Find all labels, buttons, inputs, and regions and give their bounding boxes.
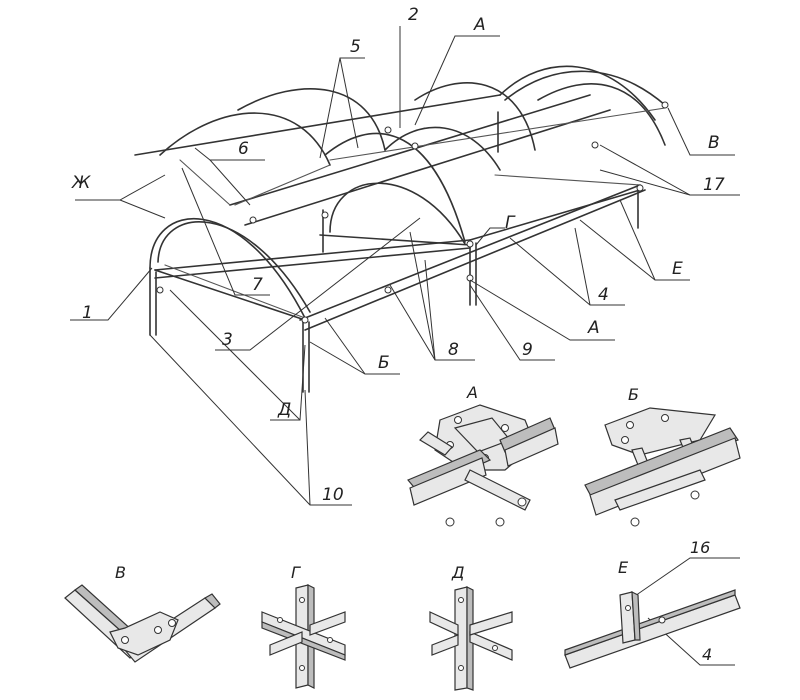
purlin: [304, 189, 646, 331]
detail-e-part-16: 16: [690, 538, 710, 557]
profile-channel: [269, 631, 303, 656]
callout-2: 2: [408, 5, 419, 25]
callout-17: 17: [703, 175, 725, 195]
brace: [179, 159, 231, 206]
arch: [499, 65, 656, 121]
callout-b: Б: [378, 353, 390, 373]
callout-d: Д: [277, 400, 291, 420]
callout-5: 5: [350, 37, 361, 57]
callout-a-top: А: [473, 15, 486, 35]
callout-3: 3: [222, 330, 233, 350]
detail-b-label: Б: [628, 385, 639, 404]
callout-g: Г: [505, 213, 516, 233]
base-rail: [494, 174, 641, 186]
callout-e: Е: [672, 259, 683, 279]
callout-zh: Ж: [71, 173, 91, 193]
arch: [159, 112, 331, 166]
detail-a: А: [407, 383, 559, 527]
callout-labels: Ж 1 6 5 2 А В 17 Г Е 4 А 9 8 Б 7 3 Д 10: [71, 5, 725, 505]
callout-6: 6: [238, 139, 249, 159]
greenhouse-frame: [134, 65, 669, 393]
detail-d-label: Д: [451, 563, 465, 582]
profile-channel: [584, 427, 739, 499]
base-rail: [154, 269, 306, 321]
nut: [517, 497, 527, 507]
nut: [495, 517, 505, 527]
nut: [690, 490, 700, 500]
detail-g: Г: [261, 563, 346, 689]
profile-channel: [431, 634, 459, 656]
base-rail: [319, 234, 471, 246]
detail-e: Е 16 4: [564, 538, 741, 669]
profile-channel: [469, 611, 513, 636]
profile-channel: [309, 611, 346, 636]
profile-channel: [464, 469, 531, 511]
arch: [157, 221, 311, 313]
callout-9: 9: [522, 340, 533, 360]
nut: [445, 517, 455, 527]
purlin: [229, 94, 591, 206]
detail-v-label: В: [115, 563, 126, 582]
nut: [630, 517, 640, 527]
arch: [414, 82, 536, 151]
base-rail: [154, 247, 471, 279]
profile-channel: [564, 589, 736, 656]
brace: [234, 164, 331, 206]
purlin: [134, 94, 501, 156]
detail-e-label: Е: [618, 558, 629, 577]
profile-channel: [469, 631, 513, 661]
detail-e-part-4: 4: [702, 645, 712, 664]
profile-channel: [261, 621, 346, 661]
connector-plate: [109, 611, 179, 656]
callout-7: 7: [252, 275, 263, 295]
arch: [504, 70, 666, 106]
detail-v: В: [64, 563, 221, 663]
callout-8: 8: [448, 340, 459, 360]
callout-a-right: А: [587, 318, 600, 338]
callout-v: В: [708, 133, 720, 153]
detail-b: Б: [584, 385, 741, 527]
arch: [384, 126, 501, 171]
profile-channel: [419, 431, 453, 456]
leader-lines: [70, 26, 740, 506]
callout-10: 10: [322, 485, 344, 505]
profile-channel: [429, 611, 459, 636]
base-rail: [154, 239, 471, 271]
arch: [537, 83, 666, 146]
detail-d: Д: [429, 563, 513, 691]
purlin: [244, 109, 611, 226]
profile-channel: [614, 469, 706, 511]
brace: [164, 264, 306, 319]
callout-1: 1: [82, 303, 93, 323]
profile-channel: [564, 594, 741, 669]
profile-channel: [204, 593, 221, 609]
callout-4: 4: [598, 285, 609, 305]
detail-a-label: А: [466, 383, 478, 402]
arch: [237, 88, 386, 151]
detail-g-label: Г: [291, 563, 301, 582]
base-rail: [469, 189, 641, 241]
